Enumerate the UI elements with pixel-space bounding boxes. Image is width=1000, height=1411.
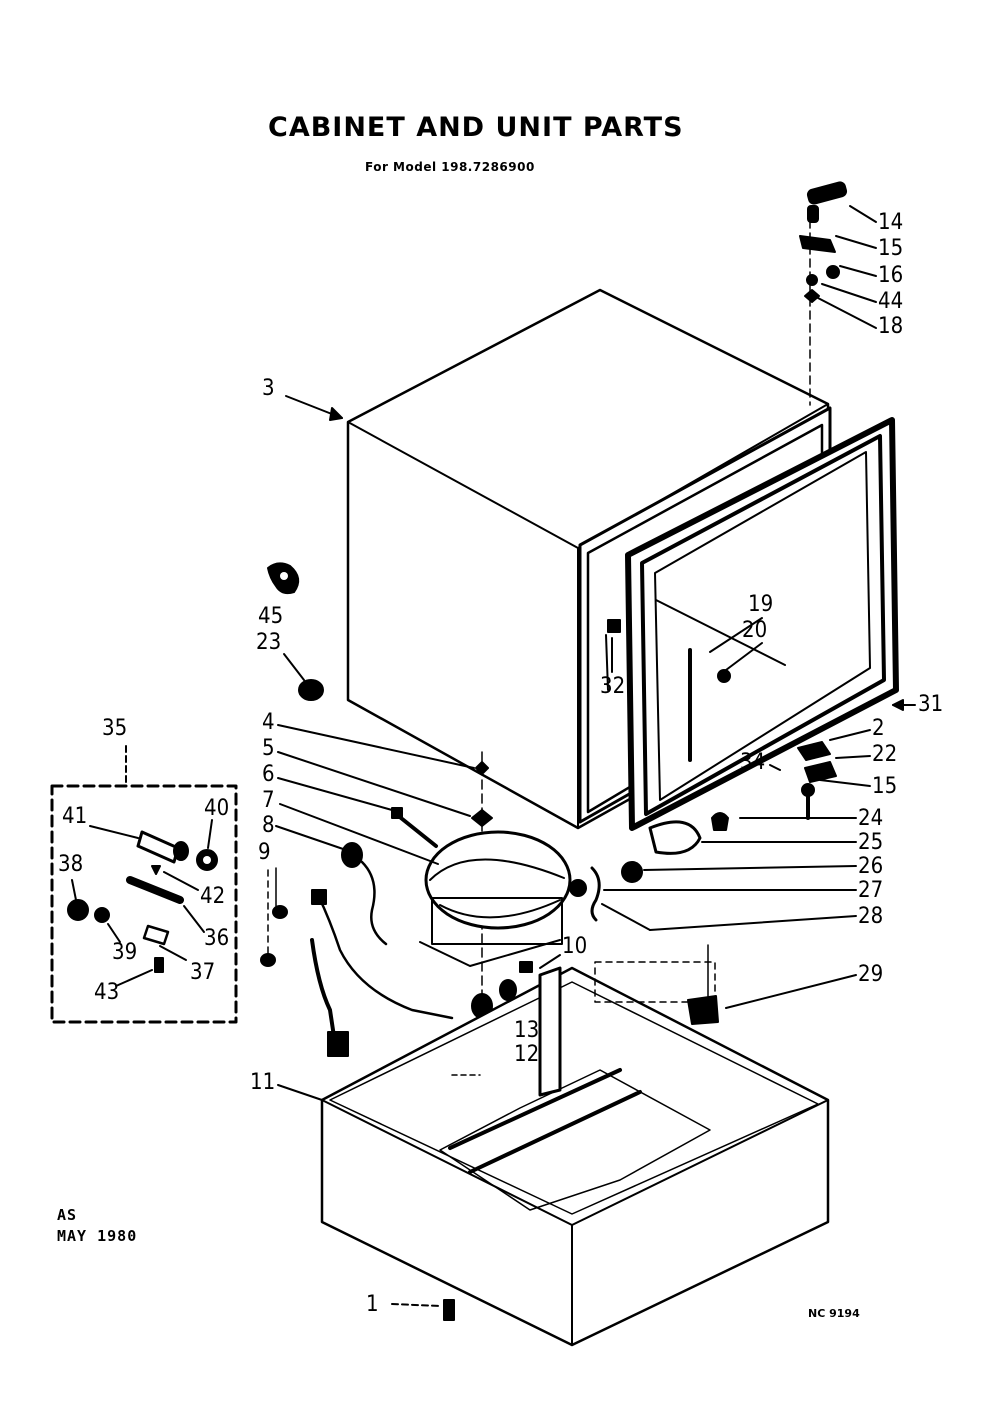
leader-lines <box>285 395 916 711</box>
callout-3: 3 <box>262 376 275 401</box>
callout-34: 34 <box>740 750 766 775</box>
callout-43: 43 <box>94 980 120 1005</box>
lower-hinge-parts <box>569 729 871 931</box>
callout-36: 36 <box>204 926 230 951</box>
callout-8: 8 <box>262 813 275 838</box>
parts-kit-box-part-35 <box>50 745 238 1024</box>
callout-13: 13 <box>514 1018 540 1043</box>
diagram-title: CABINET AND UNIT PARTS <box>268 112 684 143</box>
callout-16: 16 <box>878 263 904 288</box>
callout-5: 5 <box>262 736 275 761</box>
callout-9: 9 <box>258 840 271 865</box>
callout-6: 6 <box>262 762 275 787</box>
callout-1: 1 <box>366 1292 379 1317</box>
callout-20: 20 <box>742 618 768 643</box>
callout-23: 23 <box>256 630 282 655</box>
callout-42: 42 <box>200 884 226 909</box>
callout-32: 32 <box>600 674 626 699</box>
drawing-code: NC 9194 <box>808 1307 860 1320</box>
callout-22: 22 <box>872 742 898 767</box>
callout-28: 28 <box>858 904 884 929</box>
callout-31: 31 <box>918 692 944 717</box>
callout-25: 25 <box>858 830 884 855</box>
callout-40: 40 <box>204 796 230 821</box>
callout-14: 14 <box>878 210 904 235</box>
base-pan-part-11 <box>277 944 857 1347</box>
callout-39: 39 <box>112 940 138 965</box>
callout-10: 10 <box>562 934 588 959</box>
upper-hinge-parts <box>799 181 877 406</box>
callout-26: 26 <box>858 854 884 879</box>
callout-41: 41 <box>62 804 88 829</box>
callout-35: 35 <box>102 716 128 741</box>
small-parts-left <box>267 562 324 701</box>
callout-12: 12 <box>514 1042 540 1067</box>
callout-18: 18 <box>878 314 904 339</box>
footer-initials: AS <box>57 1206 78 1224</box>
callout-11: 11 <box>250 1070 276 1095</box>
model-subtitle: For Model 198.7286900 <box>365 160 535 174</box>
callout-45: 45 <box>258 604 284 629</box>
footer-date: MAY 1980 <box>57 1227 138 1245</box>
callout-29: 29 <box>858 962 884 987</box>
callout-38: 38 <box>58 852 84 877</box>
callout-27: 27 <box>858 878 884 903</box>
callout-44: 44 <box>878 289 904 314</box>
callout-15-lower: 15 <box>872 774 898 799</box>
door-gasket-part-31 <box>578 406 899 831</box>
callout-7: 7 <box>262 788 275 813</box>
callout-2: 2 <box>872 716 885 741</box>
callout-19: 19 <box>748 592 774 617</box>
callout-37: 37 <box>190 960 216 985</box>
callout-15-upper: 15 <box>878 236 904 261</box>
callout-4: 4 <box>262 710 275 735</box>
callout-24: 24 <box>858 806 884 831</box>
